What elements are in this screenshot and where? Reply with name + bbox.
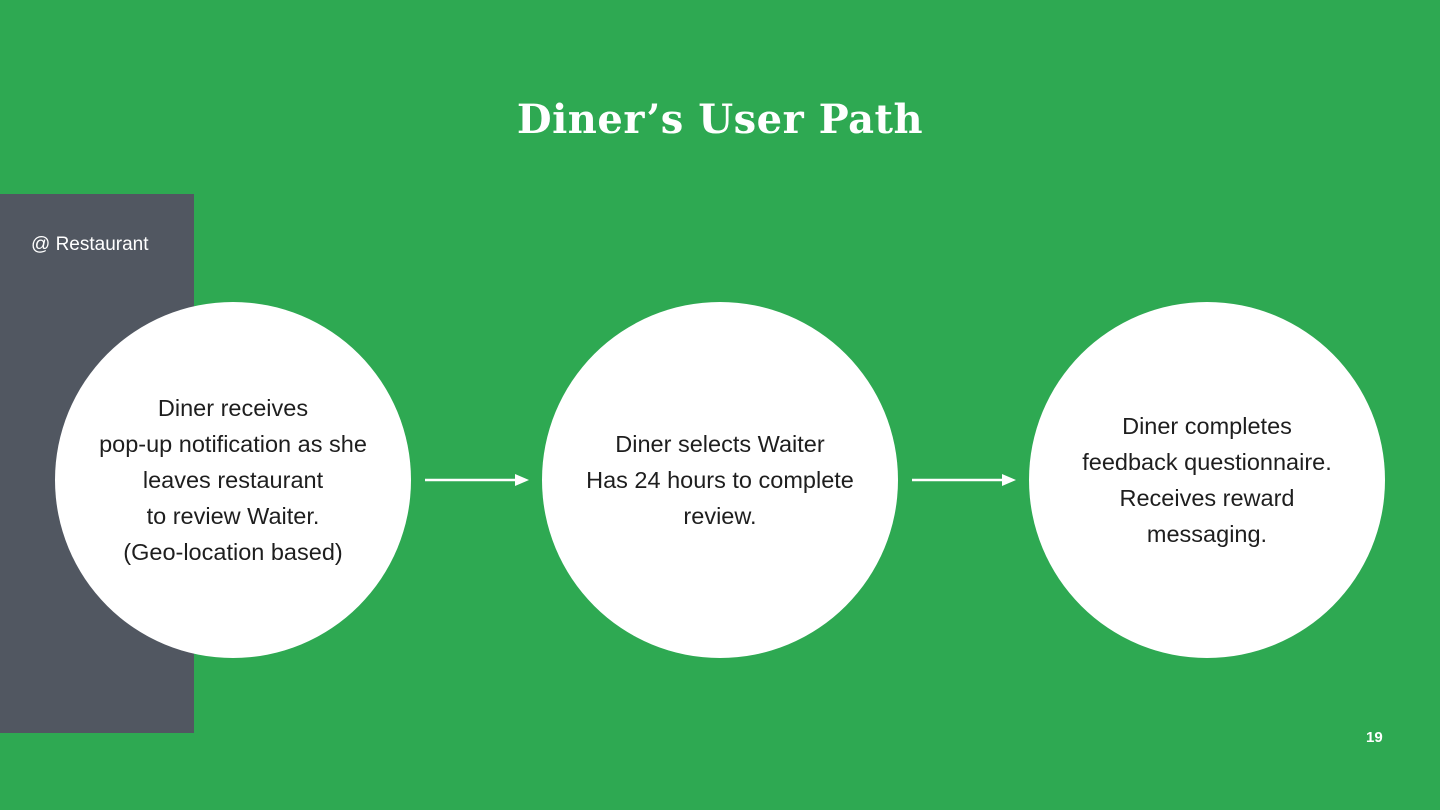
step-2-text: Diner selects Waiter Has 24 hours to com… <box>586 431 854 529</box>
step-2-circle: Diner selects Waiter Has 24 hours to com… <box>542 302 898 658</box>
step-3-circle: Diner completes feedback questionnaire. … <box>1029 302 1385 658</box>
step-1-text: Diner receives pop-up notification as sh… <box>99 395 367 565</box>
slide-title: Diner’s User Path <box>516 96 924 143</box>
location-label: @ Restaurant <box>31 234 149 255</box>
step-3-text: Diner completes feedback questionnaire. … <box>1082 413 1332 547</box>
arrow-right-icon <box>912 473 1016 487</box>
arrow-right-icon <box>425 473 529 487</box>
page-number: 19 <box>1366 729 1383 746</box>
step-1-circle: Diner receives pop-up notification as sh… <box>55 302 411 658</box>
